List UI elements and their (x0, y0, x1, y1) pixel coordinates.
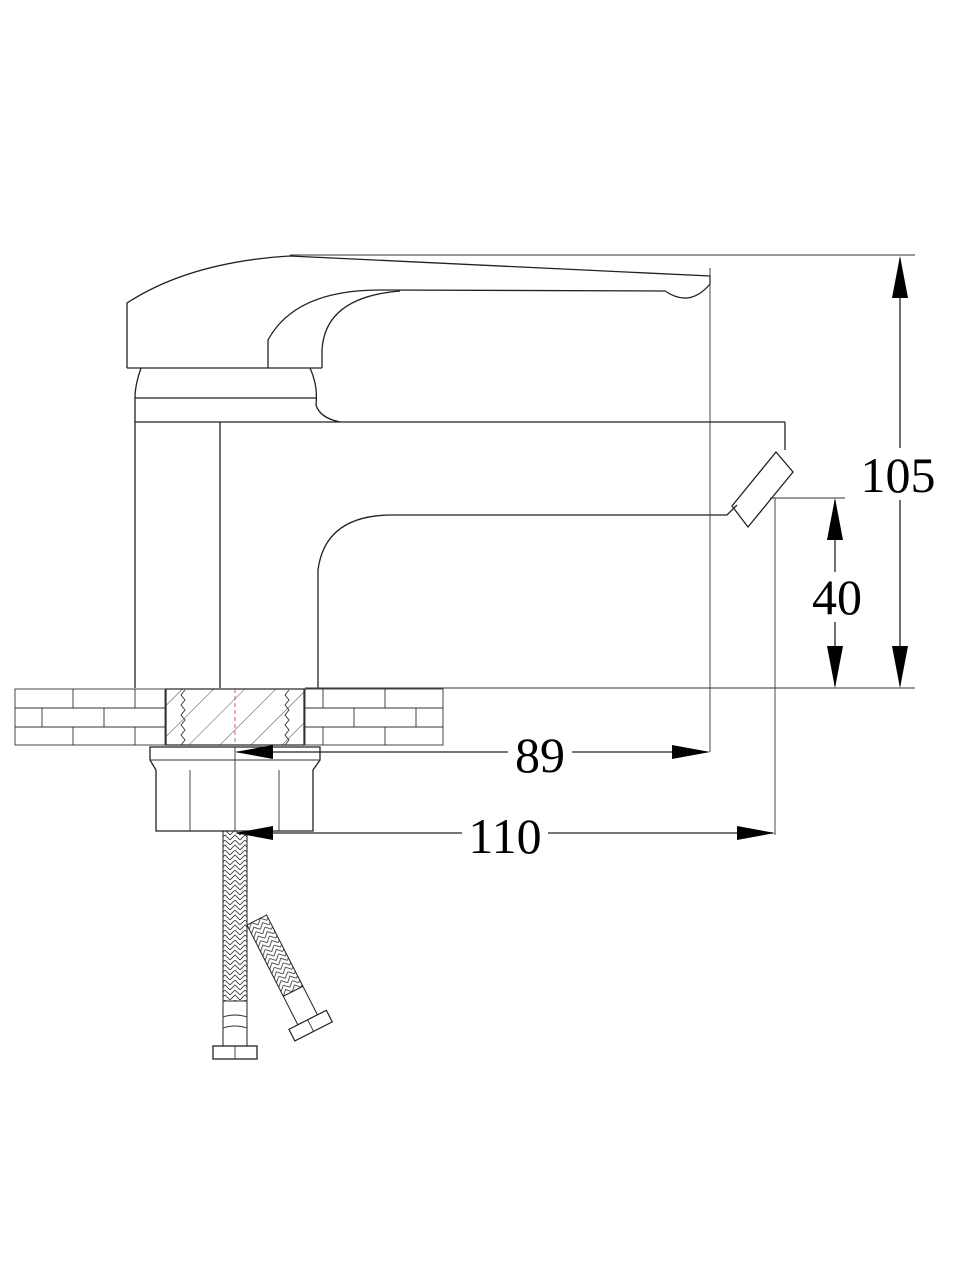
dimension-40: 40 (810, 498, 864, 688)
dimension-label-105: 105 (861, 447, 936, 503)
dimension-label-89: 89 (515, 727, 565, 783)
dimension-110: 110 (235, 808, 775, 864)
handle (126, 255, 711, 369)
supply-hoses (212, 830, 334, 1060)
dimension-89: 89 (235, 727, 710, 783)
dimension-105: 105 (860, 256, 940, 688)
body-spout (135, 421, 794, 688)
collar (134, 367, 341, 688)
extension-lines (290, 254, 915, 835)
aerator (731, 450, 794, 529)
mounting-shank (165, 688, 305, 746)
countertop (14, 688, 444, 746)
dimension-label-110: 110 (468, 808, 541, 864)
dimension-label-40: 40 (812, 569, 862, 625)
mounting-nut (149, 746, 321, 832)
